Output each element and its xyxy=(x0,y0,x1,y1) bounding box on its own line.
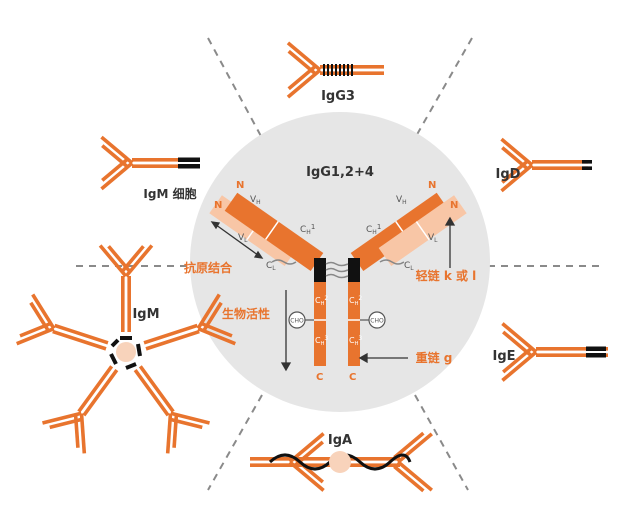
antigen-binding-label: 抗原结合 xyxy=(184,260,233,275)
left-hinge-block xyxy=(314,258,326,282)
c-terminus-right: C xyxy=(349,372,356,383)
left-cho-circle xyxy=(288,311,306,329)
ch1-right-label: CH1 xyxy=(366,223,381,236)
cl-left-label: CL xyxy=(266,261,276,272)
divider-bottom-right xyxy=(414,394,469,491)
cl-right-label: CL xyxy=(404,261,414,272)
left-heavy-arm xyxy=(224,192,324,272)
annotation-arrows xyxy=(210,216,456,372)
divider-top-left xyxy=(207,37,263,139)
vl-right-label: VL xyxy=(428,233,438,244)
vh-left-label: VH xyxy=(250,195,261,206)
ige-antibody xyxy=(501,322,608,382)
igm-j-chain xyxy=(116,342,136,362)
left-heavy-arm-divider xyxy=(265,221,279,240)
left-fc-stem xyxy=(314,282,326,366)
igg3-extended-hinge xyxy=(323,64,353,76)
light-chain-label: 轻链 k 或 l xyxy=(416,268,477,283)
igm-pentamer xyxy=(11,240,241,459)
ch3-left-label: CH3 xyxy=(315,335,328,347)
right-cho-circle xyxy=(368,311,386,329)
heavy-chain-label: 重链 g xyxy=(416,350,453,365)
iga-j-chain xyxy=(329,451,351,473)
right-heavy-arm xyxy=(350,192,450,272)
right-cho-label: CHO xyxy=(370,318,384,325)
ch2-right-label: CH2 xyxy=(349,295,362,307)
iga-dimer xyxy=(250,431,433,493)
n-terminus-left-light: N xyxy=(214,200,222,211)
main-igg-label: IgG1,2+4 xyxy=(306,165,374,180)
central-circle xyxy=(190,112,490,412)
igd-label: IgD xyxy=(496,167,521,182)
igd-antibody xyxy=(496,137,592,193)
left-cho-label: CHO xyxy=(290,318,304,325)
c-terminus-left: C xyxy=(316,372,323,383)
igm-j-chain-links xyxy=(109,336,142,370)
right-hinge-block xyxy=(348,258,360,282)
igg3-label: IgG3 xyxy=(321,89,355,104)
igm-cell-antibody xyxy=(96,135,200,191)
vh-right-label: VH xyxy=(396,195,407,206)
ch2-left-label: CH2 xyxy=(315,295,328,307)
biological-activity-label: 生物活性 xyxy=(222,306,270,321)
vl-left-label: VL xyxy=(238,233,248,244)
ch3-right-label: CH3 xyxy=(349,335,362,347)
igg-detail-antibody: CHO CHO VH CH1 VH CH1 VL CL VL CL CH2 CH… xyxy=(209,180,467,383)
n-terminus-right-heavy: N xyxy=(428,180,436,191)
igm-cell-label: IgM 细胞 xyxy=(143,186,196,201)
ige-label: IgE xyxy=(492,349,515,364)
divider-bottom-left xyxy=(207,394,263,491)
right-fc-stem xyxy=(348,282,360,366)
n-terminus-right-light: N xyxy=(450,200,458,211)
igm-label: IgM xyxy=(132,307,159,322)
disulfide-bonds xyxy=(271,259,405,279)
divider-top-right xyxy=(414,37,473,139)
ch1-left-label: CH1 xyxy=(300,223,315,236)
iga-label: IgA xyxy=(328,433,352,448)
section-dividers xyxy=(76,37,604,491)
n-terminus-left-heavy: N xyxy=(236,180,244,191)
igg3-antibody xyxy=(286,41,384,99)
right-light-chain-divider xyxy=(415,221,430,241)
